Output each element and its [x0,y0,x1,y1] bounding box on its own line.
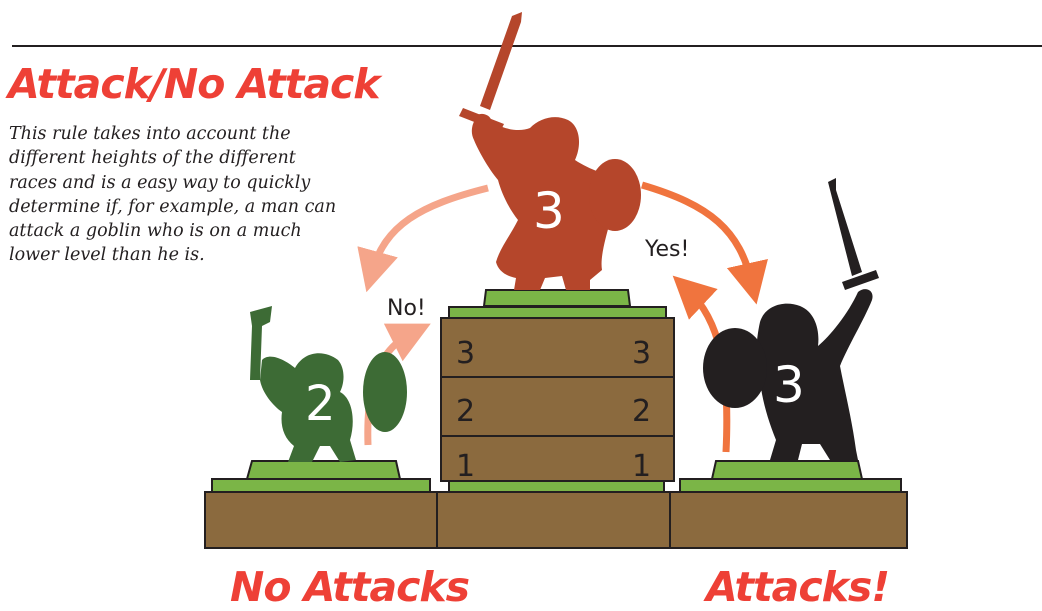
goblin-shield [363,352,407,432]
ground-strip-left [212,479,430,492]
ground-strip-right [680,479,901,492]
figure-level-right: 3 [773,356,805,414]
platform-top-strip [449,307,666,318]
level-label-left-3: 3 [456,336,475,371]
caption-no-attacks: No Attacks [230,563,469,611]
base-right-figure [712,461,862,479]
caption-attacks: Attacks! [706,563,889,611]
stacked-platform: 3 3 2 2 1 1 [441,307,674,484]
ground-blocks [205,479,907,548]
label-yes: Yes! [644,237,689,262]
ground-block-left [205,492,437,548]
arrow-yes-down [642,185,752,284]
goblin-figure: 2 [250,306,407,462]
label-no: No! [387,296,426,321]
black-sword-crossguard [842,270,879,290]
level-label-right-1: 1 [632,449,651,484]
level-label-left-2: 2 [456,394,475,429]
black-sword-blade [828,178,862,276]
arrow-no-down [372,188,488,272]
figure-level-top: 3 [533,182,565,240]
ground-block-center [437,492,670,548]
level-label-right-3: 3 [632,336,651,371]
swordsman-shield [589,159,641,231]
level-label-right-2: 2 [632,394,651,429]
black-swordsman-shield [703,328,767,408]
figure-level-goblin: 2 [305,376,336,432]
ground-block-right [670,492,907,548]
swordsman-figure-top: 3 [459,12,641,290]
base-top-figure [484,290,630,306]
base-goblin [247,461,400,479]
level-label-left-1: 1 [456,449,475,484]
sword-blade [480,12,522,110]
